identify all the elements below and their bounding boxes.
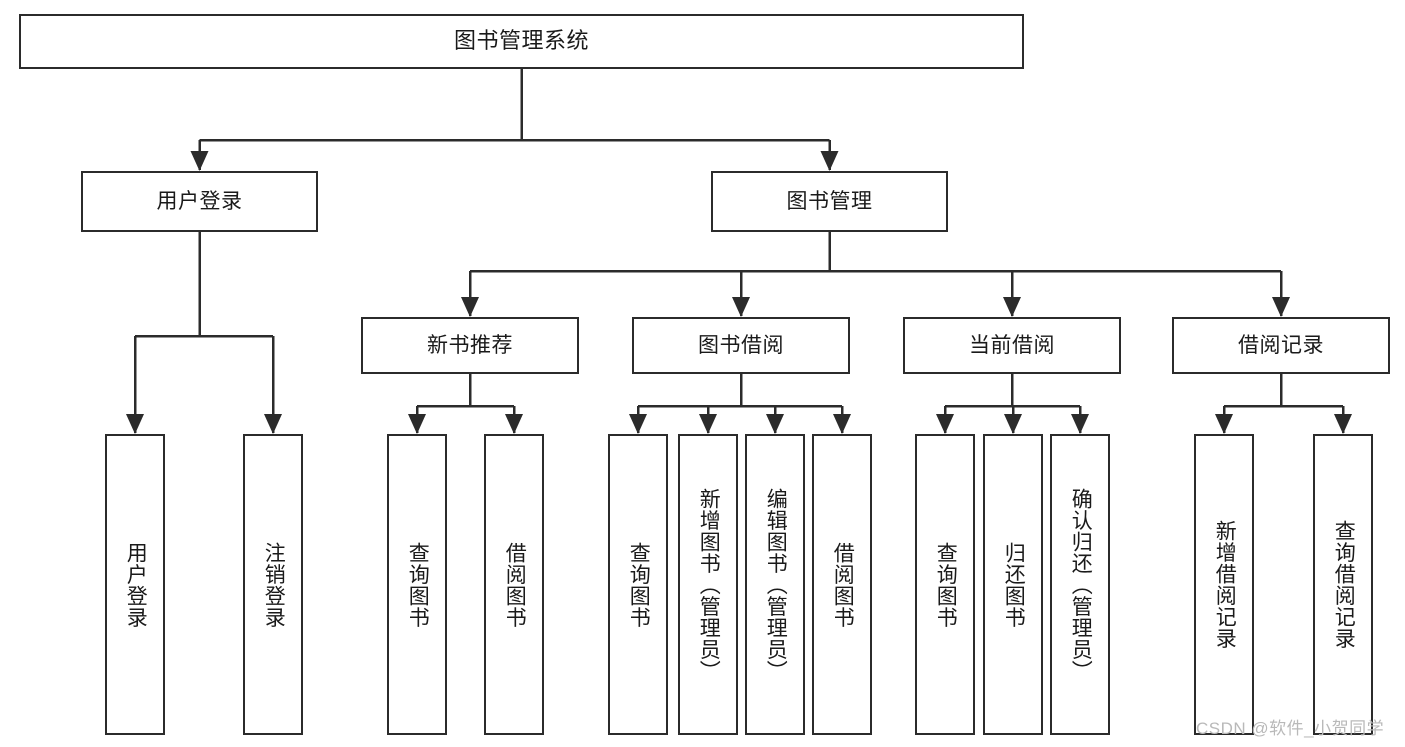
arrow-leaf-borrow-3: [766, 414, 784, 434]
node-leaf-cur-3[interactable]: 确认归还（管理员）: [1050, 434, 1110, 735]
arrow-leaf-cur-3: [1071, 414, 1089, 434]
node-label: 确认归还（管理员）: [1069, 487, 1093, 682]
node-bookmgmt[interactable]: 图书管理: [711, 171, 948, 232]
node-leaf-rec-2[interactable]: 查询借阅记录: [1313, 434, 1373, 735]
node-leaf-borrow-1[interactable]: 查询图书: [608, 434, 668, 735]
node-label: 新增图书（管理员）: [697, 487, 721, 682]
arrow-login: [190, 151, 209, 171]
node-leaf-borrow-4[interactable]: 借阅图书: [812, 434, 872, 735]
arrow-leaf-borrow-4: [833, 414, 851, 434]
node-leaf-rec-1[interactable]: 新增借阅记录: [1194, 434, 1254, 735]
arrow-leaf-login-1: [126, 414, 144, 434]
node-label: 查询图书: [627, 541, 651, 628]
arrow-leaf-login-2: [264, 414, 282, 434]
node-borrow[interactable]: 图书借阅: [632, 317, 850, 374]
node-label: 借阅图书: [831, 541, 855, 628]
node-leaf-new-1[interactable]: 查询图书: [387, 434, 447, 735]
arrow-leaf-cur-1: [936, 414, 954, 434]
node-newbook[interactable]: 新书推荐: [361, 317, 579, 374]
arrow-leaf-cur-2: [1004, 414, 1022, 434]
arrow-leaf-new-1: [408, 414, 426, 434]
node-records[interactable]: 借阅记录: [1172, 317, 1390, 374]
node-leaf-new-2[interactable]: 借阅图书: [484, 434, 544, 735]
node-label: 图书借阅: [698, 333, 784, 357]
node-leaf-login-2[interactable]: 注销登录: [243, 434, 303, 735]
node-label: 查询借阅记录: [1332, 520, 1356, 649]
node-current[interactable]: 当前借阅: [903, 317, 1121, 374]
node-label: 借阅图书: [503, 541, 527, 628]
node-leaf-login-1[interactable]: 用户登录: [105, 434, 165, 735]
watermark-text: CSDN @软件_小贺同学: [1196, 719, 1385, 738]
arrow-leaf-borrow-1: [629, 414, 647, 434]
arrow-bookmgmt: [820, 151, 839, 171]
node-label: 当前借阅: [969, 333, 1055, 357]
arrow-leaf-new-2: [505, 414, 523, 434]
node-label: 借阅记录: [1238, 333, 1324, 357]
arrow-newbook: [461, 297, 479, 317]
node-leaf-borrow-2[interactable]: 新增图书（管理员）: [678, 434, 738, 735]
node-leaf-cur-2[interactable]: 归还图书: [983, 434, 1043, 735]
node-label: 用户登录: [124, 541, 148, 628]
node-label: 新增借阅记录: [1213, 520, 1237, 649]
node-label: 查询图书: [406, 541, 430, 628]
node-label: 归还图书: [1002, 541, 1026, 628]
arrow-leaf-rec-2: [1334, 414, 1352, 434]
arrow-leaf-borrow-2: [699, 414, 717, 434]
node-leaf-cur-1[interactable]: 查询图书: [915, 434, 975, 735]
node-root[interactable]: 图书管理系统: [19, 14, 1024, 69]
node-leaf-borrow-3[interactable]: 编辑图书（管理员）: [745, 434, 805, 735]
node-label: 图书管理系统: [453, 28, 589, 54]
node-label: 新书推荐: [427, 333, 513, 357]
node-label: 注销登录: [262, 541, 286, 628]
node-login[interactable]: 用户登录: [81, 171, 318, 232]
node-label: 编辑图书（管理员）: [764, 487, 788, 682]
node-label: 查询图书: [934, 541, 958, 628]
arrow-current: [1003, 297, 1021, 317]
node-label: 用户登录: [156, 189, 243, 213]
arrow-records: [1272, 297, 1290, 317]
node-label: 图书管理: [786, 189, 873, 213]
arrow-borrow: [732, 297, 750, 317]
arrow-leaf-rec-1: [1215, 414, 1233, 434]
